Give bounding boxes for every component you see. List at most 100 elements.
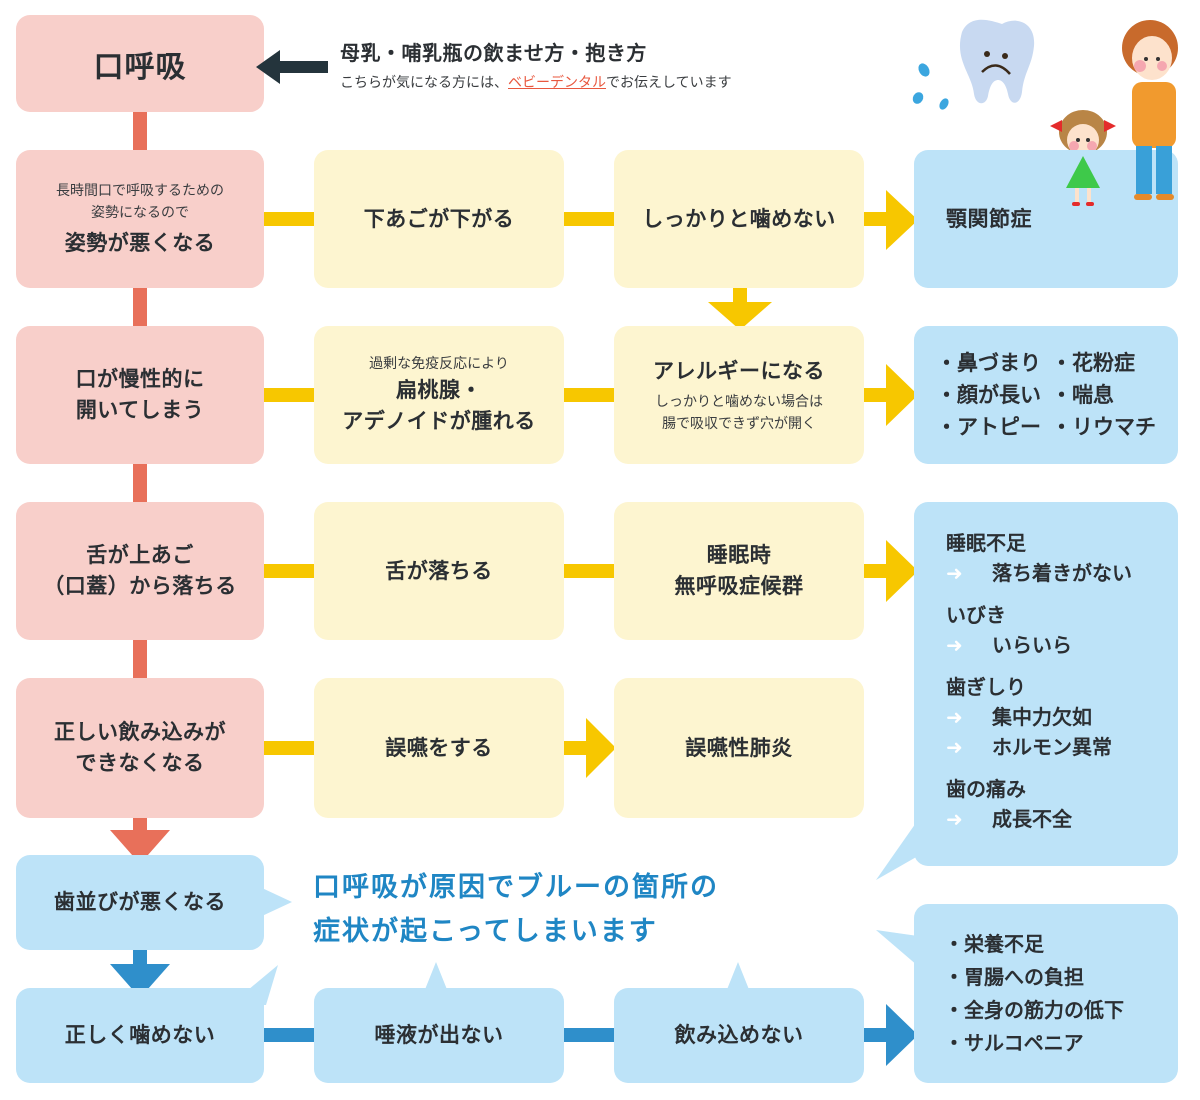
step-label: 舌が落ちる [385, 558, 493, 583]
symptom-effect: ➜成長不全 [946, 804, 1132, 834]
bubble-tail [424, 962, 448, 992]
connector [864, 1028, 888, 1042]
step-label-line: 無呼吸症候群 [674, 574, 804, 598]
step-note-line: 腸で吸収できず穴が開く [662, 415, 816, 432]
bubble-tail [262, 888, 292, 916]
connector [564, 741, 588, 755]
list-item: ・栄養不足 [944, 931, 1044, 956]
list-item: ・喘息 [1051, 383, 1114, 407]
result-box-tmj: 顎関節症 [914, 150, 1178, 288]
right-arrow-icon: ➜ [946, 735, 963, 759]
step-note: 過剰な免疫反応により [369, 356, 509, 372]
symptom-group: いびき ➜ いらいら [946, 600, 1132, 660]
symptom-effect-label: 集中力欠如 [992, 705, 1092, 729]
symptom-effect: ➜ 集中力欠如 [946, 702, 1132, 732]
right-arrow-icon [586, 718, 616, 778]
step-label: しっかりと噛めない [642, 206, 836, 231]
down-arrow-icon [708, 302, 772, 330]
baby-dental-link[interactable]: ベビーデンタル [508, 75, 606, 91]
step-label-line: 扁桃腺・ [396, 378, 482, 402]
cause-connector [133, 818, 147, 832]
symptom-effect-label: 落ち着きがない [992, 561, 1132, 585]
teeth-alignment-box: 歯並びが悪くなる [16, 855, 264, 950]
bubble-tail [876, 930, 918, 966]
sleep-symptom-list: 睡眠不足 ➜落ち着きがない いびき ➜いらいら 歯ぎしり ➜集中力欠如 ➜ホルモ… [946, 528, 1132, 834]
connector [564, 1028, 616, 1042]
bubble-tail [726, 962, 750, 992]
connector [264, 388, 316, 402]
cause-box-tongue-palate: 舌が上あご （口蓋）から落ちる [16, 502, 264, 640]
cause-connector [133, 464, 147, 504]
symptom-effect-label: いらいら [992, 633, 1072, 657]
step-box-aspiration: 誤嚥をする [314, 678, 564, 818]
down-arrow-blue-icon [110, 964, 170, 998]
allergy-symptom-list: ・鼻づまり ・花粉症 ・顔が長い ・喘息 ・アトピー ・リウマチ [936, 347, 1156, 443]
connector [864, 212, 888, 226]
bubble-tail [876, 820, 918, 880]
connector [733, 288, 747, 304]
callout-line: 症状が起こってしまいます [313, 916, 658, 947]
right-arrow-icon [886, 540, 918, 602]
list-item: ・顔が長い [936, 383, 1041, 407]
nutrition-result-list: ・栄養不足 ・胃腸への負担 ・全身の筋力の低下 ・サルコペニア [944, 928, 1124, 1060]
list-item: ・リウマチ [1051, 415, 1156, 439]
step-label: 下あごが下がる [363, 206, 515, 231]
list-item: ・サルコペニア [944, 1030, 1084, 1055]
step-box-tongue-drops: 舌が落ちる [314, 502, 564, 640]
list-item: ・全身の筋力の低下 [944, 997, 1124, 1022]
cause-connector [133, 640, 147, 680]
list-item: ・アトピー [936, 415, 1041, 439]
symptom-cause: いびき [946, 603, 1006, 627]
symptom-effect: ➜ いらいら [946, 630, 1132, 660]
cause-label-line: 正しい飲み込みが [54, 720, 226, 744]
step-label-line: 睡眠時 [706, 543, 772, 567]
step-note-line: しっかりと噛めない場合は [655, 393, 823, 410]
root-label: 口呼吸 [93, 49, 187, 85]
right-arrow-icon: ➜ [946, 807, 963, 831]
right-arrow-icon: ➜ [946, 705, 963, 729]
chew-label: 正しく噛めない [64, 1023, 216, 1047]
swallow-label: 飲み込めない [674, 1023, 804, 1047]
header-title: 母乳・哺乳瓶の飲ませ方・抱き方 [340, 41, 647, 65]
symptom-cause: 歯ぎしり [946, 675, 1026, 699]
symptom-cause: 睡眠不足 [946, 531, 1026, 555]
connector [864, 564, 888, 578]
saliva-box: 唾液が出ない [314, 988, 564, 1083]
cause-label-line: 開いてしまう [75, 398, 205, 422]
step-label: アレルギーになる [653, 358, 825, 383]
cause-note-line: 姿勢になるので [91, 204, 189, 221]
header-subtitle-suffix: でお伝えしています [606, 75, 732, 91]
result-box-allergy-symptoms: ・鼻づまり ・花粉症 ・顔が長い ・喘息 ・アトピー ・リウマチ [914, 326, 1178, 464]
saliva-label: 唾液が出ない [374, 1023, 504, 1047]
result-label: 顎関節症 [946, 206, 1032, 231]
symptom-group: 歯の痛み ➜成長不全 [946, 774, 1132, 834]
connector [264, 212, 316, 226]
connector [864, 388, 888, 402]
cause-box-posture: 長時間口で呼吸するための 姿勢になるので 姿勢が悪くなる [16, 150, 264, 288]
cause-label-line: 口が慢性的に [75, 367, 205, 391]
step-box-aspiration-pneumonia: 誤嚥性肺炎 [614, 678, 864, 818]
list-item: ・鼻づまり [936, 351, 1041, 375]
symptom-cause: 歯の痛み [946, 777, 1026, 801]
connector [264, 564, 316, 578]
right-arrow-icon: ➜ [946, 561, 963, 585]
step-box-allergy: アレルギーになる しっかりと噛めない場合は 腸で吸収できず穴が開く [614, 326, 864, 464]
cause-box-swallowing: 正しい飲み込みが できなくなる [16, 678, 264, 818]
step-box-tonsils: 過剰な免疫反応により 扁桃腺・ アデノイドが腫れる [314, 326, 564, 464]
cause-connector [133, 288, 147, 328]
header-subtitle: こちらが気になる方には、ベビーデンタルでお伝えしています [340, 72, 732, 92]
cause-label-line: できなくなる [75, 751, 205, 775]
chew-box: 正しく噛めない [16, 988, 264, 1083]
right-arrow-icon [886, 190, 918, 250]
connector [264, 741, 316, 755]
cause-label-line: （口蓋）から落ちる [43, 574, 237, 598]
right-arrow-icon: ➜ [946, 633, 963, 657]
list-item: ・胃腸への負担 [944, 964, 1084, 989]
step-label-line: アデノイドが腫れる [342, 409, 536, 433]
symptom-effect: ➜ 落ち着きがない [946, 558, 1132, 588]
connector [564, 564, 616, 578]
cause-label: 姿勢が悪くなる [64, 230, 216, 255]
step-label: 誤嚥をする [385, 735, 493, 760]
swallow-box: 飲み込めない [614, 988, 864, 1083]
root-box-mouth-breathing: 口呼吸 [16, 15, 264, 112]
